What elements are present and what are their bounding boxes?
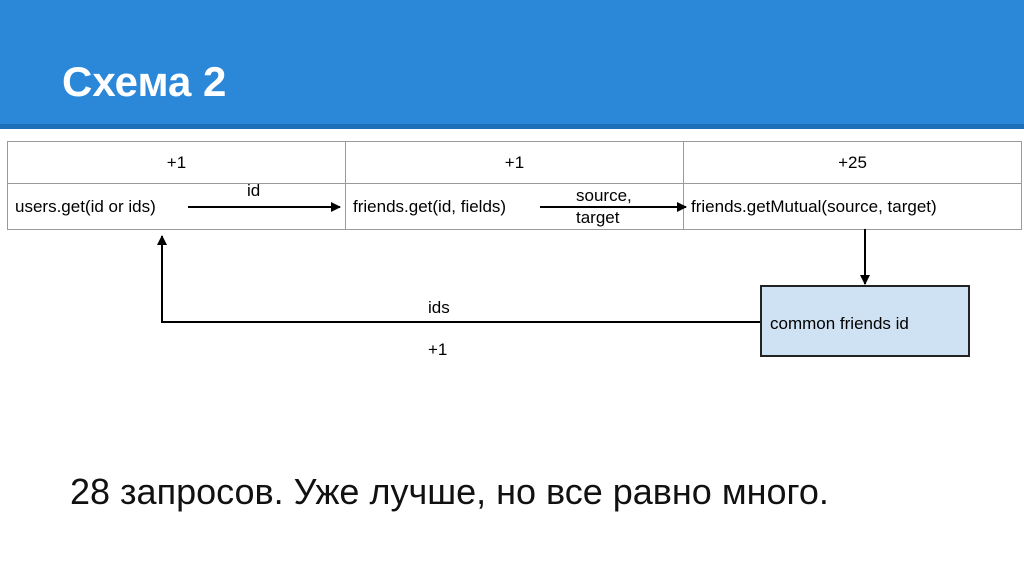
method-cell-mutual: friends.getMutual(source, target) — [683, 183, 1022, 230]
arrow-box-to-users — [157, 235, 760, 323]
request-flow-table: +1 +1 +25 users.get(id or ids) friends.g… — [7, 141, 1022, 230]
method-cell-users: users.get(id or ids) — [7, 183, 346, 230]
method-cell-friends: friends.get(id, fields) — [345, 183, 684, 230]
edge-label-id: id — [247, 181, 261, 200]
count-row: +1 +1 +25 — [7, 141, 1022, 184]
summary-text: 28 запросов. Уже лучше, но все равно мно… — [70, 471, 829, 512]
method-users-get: users.get(id or ids) — [15, 196, 156, 216]
common-friends-label: common friends id — [770, 314, 909, 333]
count-cell-mutual: +25 — [683, 141, 1022, 184]
edge-label-target: target — [576, 208, 620, 227]
edge-label-ids: ids — [428, 298, 450, 317]
edge-label-source: source, — [576, 186, 632, 205]
method-friends-get-mutual: friends.getMutual(source, target) — [691, 196, 937, 216]
slide-header: Схема 2 — [0, 0, 1024, 129]
method-row: users.get(id or ids) friends.get(id, fie… — [7, 183, 1022, 230]
method-friends-get: friends.get(id, fields) — [353, 196, 507, 216]
return-count-label: +1 — [428, 340, 448, 359]
slide-title: Схема 2 — [62, 58, 227, 105]
count-cell-users: +1 — [7, 141, 346, 184]
common-friends-box: common friends id — [760, 285, 970, 357]
